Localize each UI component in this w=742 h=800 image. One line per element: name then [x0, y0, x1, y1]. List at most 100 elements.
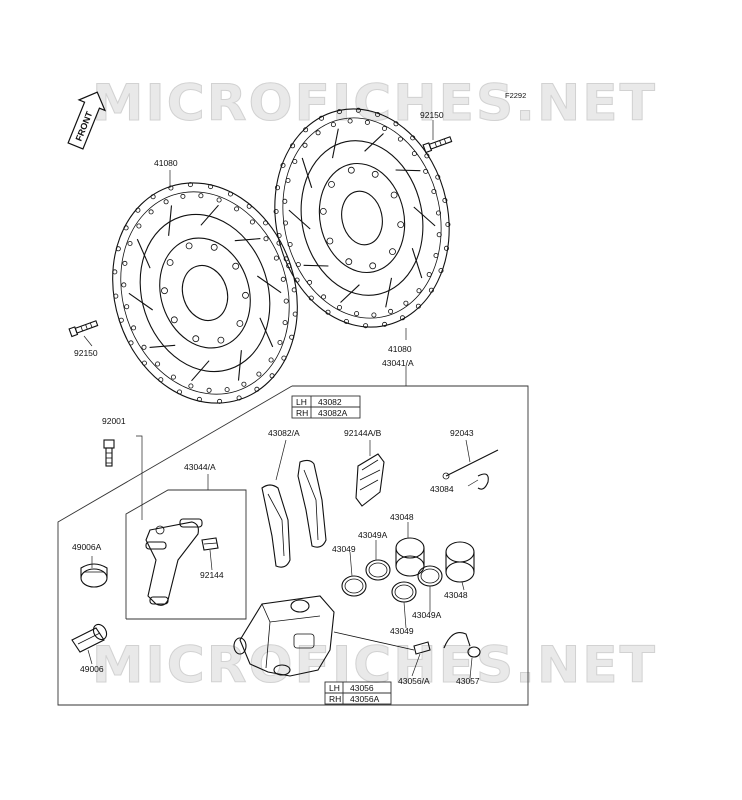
disc-hole — [321, 294, 327, 300]
disc-hole — [403, 300, 409, 306]
disc-spoke — [256, 275, 282, 294]
caliper-table-rh-part: 43056A — [350, 694, 380, 704]
caliper-table-lh: LH — [329, 683, 340, 693]
disc-spoke — [128, 292, 154, 311]
disc-hole — [411, 151, 417, 157]
label-41080-left: 41080 — [154, 158, 178, 168]
seal-bottom — [391, 581, 417, 603]
disc-hole — [388, 308, 394, 314]
disc-rivet — [210, 243, 218, 251]
disc-hole — [438, 268, 444, 274]
bracket-assembly-outline — [125, 489, 247, 620]
disc-spoke — [288, 209, 311, 230]
disc-spoke — [301, 157, 313, 188]
disc-rivet — [319, 207, 327, 215]
disc-hole — [150, 194, 156, 200]
brake-pad-right — [297, 459, 327, 548]
brake-disc-right — [273, 107, 451, 329]
disc-hole — [315, 130, 321, 136]
pad-table-lh: LH — [296, 397, 307, 407]
label-92150-left: 92150 — [74, 348, 98, 358]
disc-hole — [141, 360, 147, 366]
disc-spoke — [303, 264, 329, 267]
pad-table-lh-part: 43082 — [318, 397, 342, 407]
disc-hole — [188, 383, 194, 389]
label-43056-a: 43056/A — [398, 676, 430, 686]
disc-hole — [443, 245, 449, 251]
disc-hole — [282, 320, 288, 326]
disc-spoke — [234, 238, 261, 242]
disc-rivet — [170, 316, 178, 324]
disc-rivet — [369, 262, 377, 270]
disc-hole — [135, 207, 141, 213]
disc-hole — [381, 126, 387, 132]
label-43057: 43057 — [456, 676, 480, 686]
disc-hole — [128, 340, 134, 346]
disc-hole — [307, 279, 313, 285]
disc-hole — [170, 374, 176, 380]
label-43041-a: 43041/A — [382, 358, 414, 368]
pad-side-table: LH 43082 RH 43082A — [291, 395, 361, 419]
disc-hole — [163, 199, 169, 205]
label-43084: 43084 — [430, 484, 454, 494]
disc-hole — [445, 221, 451, 227]
watermark-bottom: MICROFICHES.NET — [92, 636, 657, 694]
disc-hole — [364, 119, 370, 125]
disc-hole — [121, 282, 127, 288]
disc-hole — [217, 398, 223, 404]
label-41080-right: 41080 — [388, 344, 412, 354]
disc-hole — [176, 389, 182, 395]
disc-rivet — [397, 221, 405, 229]
label-49006: 49006 — [80, 664, 104, 674]
disc-hole — [355, 107, 361, 113]
disc-hole — [280, 276, 286, 282]
disc-hole — [268, 357, 274, 363]
disc-hole — [254, 386, 260, 392]
disc-hole — [435, 174, 441, 180]
disc-hole — [113, 293, 119, 299]
disc-spoke — [191, 360, 210, 382]
disc-hole — [234, 206, 240, 212]
disc-hole — [198, 193, 204, 199]
piston-top — [395, 537, 425, 577]
disc-hole — [433, 252, 439, 258]
disc-spoke — [385, 277, 393, 308]
disc-hole — [330, 122, 336, 128]
piston-right — [445, 541, 475, 583]
watermark-top: MICROFICHES.NET — [92, 74, 657, 132]
disc-spoke — [237, 350, 242, 381]
caliper-bracket — [145, 518, 203, 606]
disc-hole — [294, 277, 300, 283]
disc-rivet — [161, 287, 168, 295]
disc-rivet — [371, 170, 379, 178]
caliper-body — [233, 595, 335, 677]
disc-hole — [371, 312, 377, 318]
boot-lower — [71, 623, 108, 653]
disc-hole — [287, 241, 293, 247]
disc-rivet — [185, 242, 193, 250]
seal-a-right — [417, 565, 443, 587]
disc-hole — [115, 246, 121, 252]
disc-hole — [416, 288, 422, 294]
disc-hole — [415, 303, 421, 309]
disc-hole — [283, 256, 289, 262]
disc-rivet — [345, 258, 353, 266]
disc-hole — [308, 295, 314, 301]
disc-hole — [363, 323, 369, 329]
bleeder-cap — [443, 632, 481, 658]
pad-table-rh-part: 43082A — [318, 408, 348, 418]
disc-hole — [224, 387, 230, 393]
disc-hole — [263, 220, 269, 226]
disc-hole — [123, 225, 129, 231]
disc-rivet — [217, 336, 225, 344]
disc-hole — [399, 315, 405, 321]
figure-code: F2292 — [505, 91, 526, 100]
disc-hole — [282, 220, 288, 226]
disc-hole — [325, 309, 331, 315]
label-92043: 92043 — [450, 428, 474, 438]
disc-hole — [382, 321, 388, 327]
label-43049a-right: 43049A — [412, 610, 442, 620]
disc-hole — [431, 188, 437, 194]
disc-hole — [423, 168, 429, 174]
